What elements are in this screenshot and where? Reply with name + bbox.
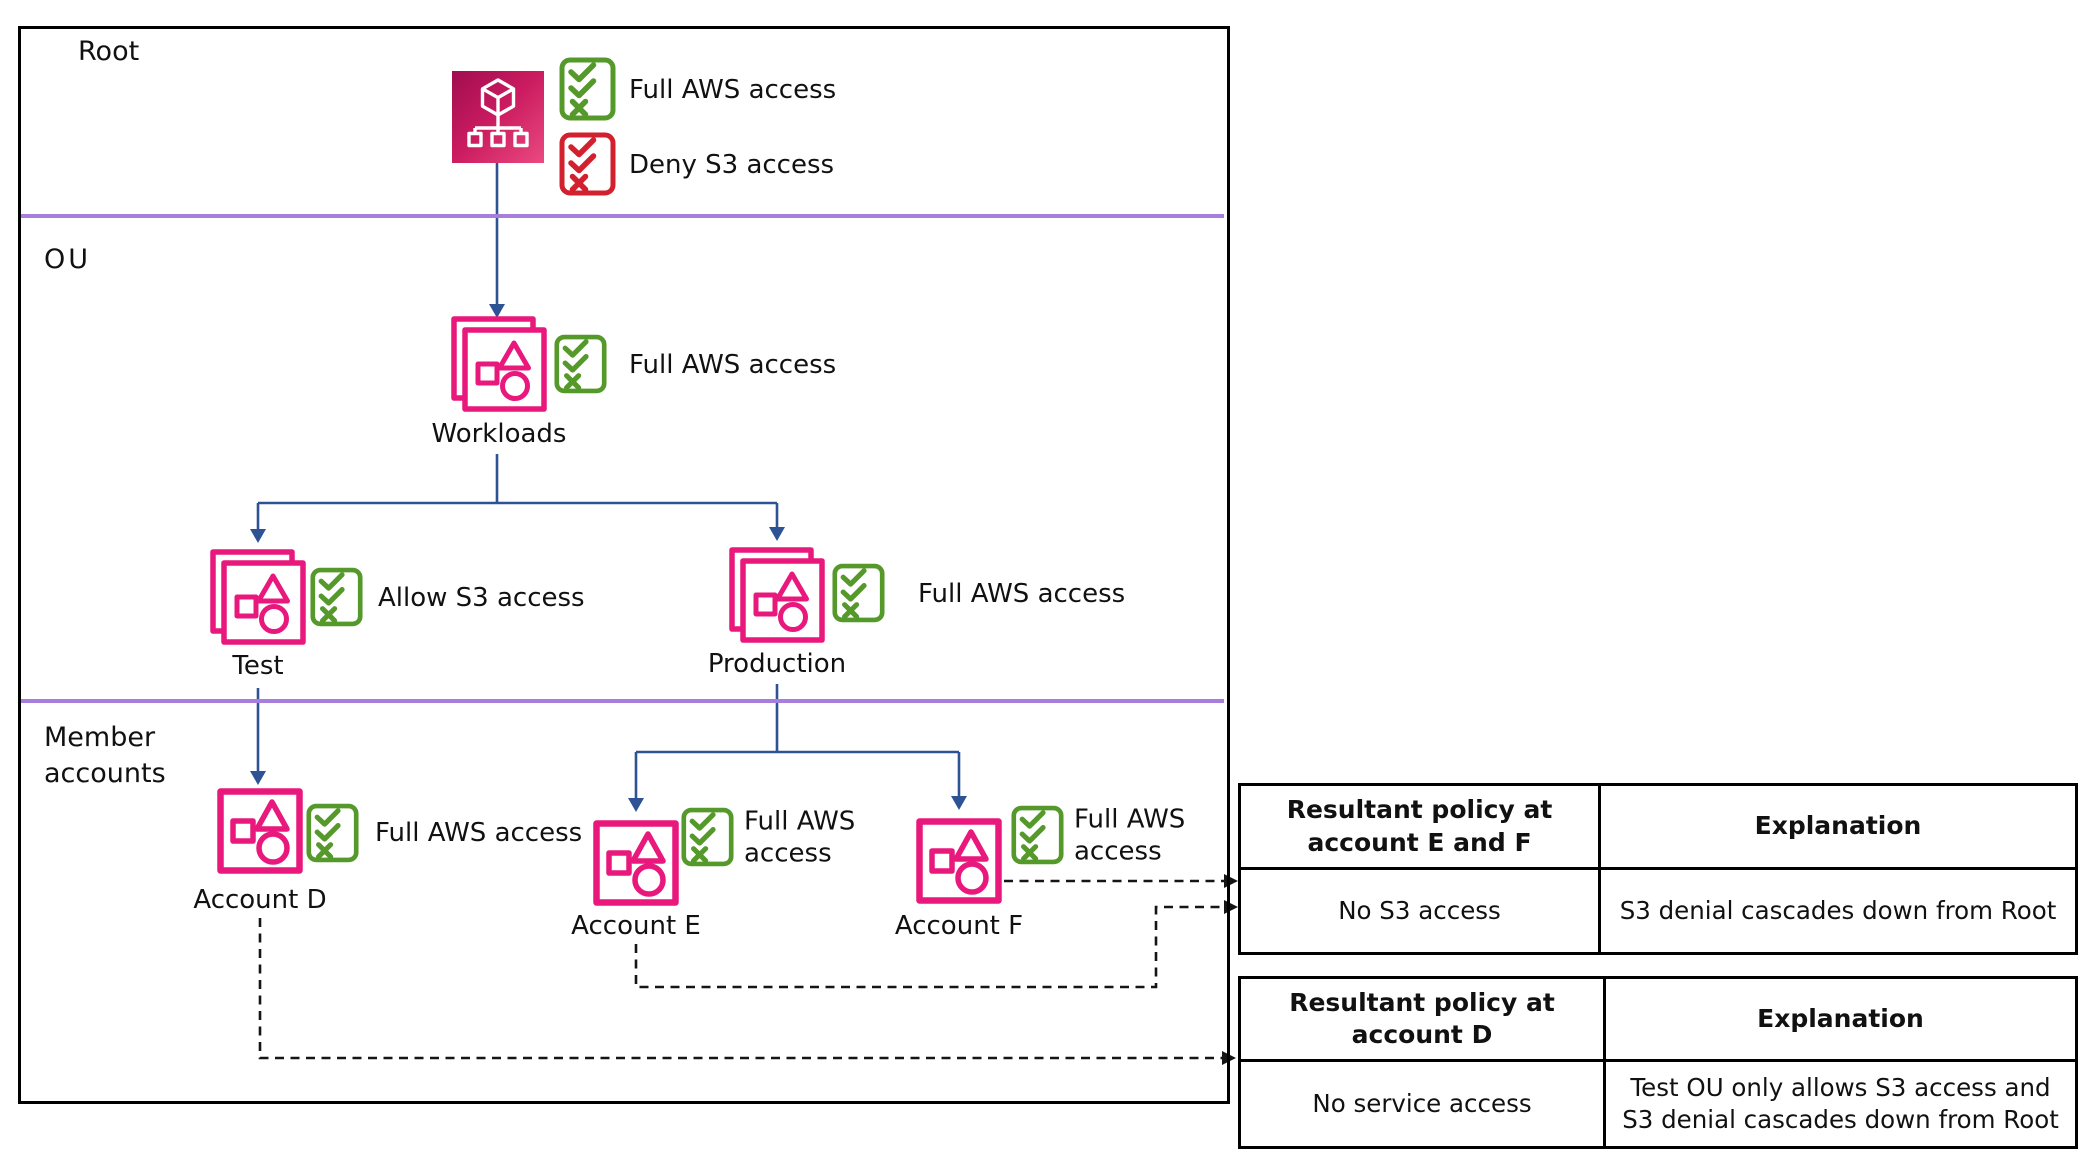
- account-f-icon: [916, 818, 1002, 904]
- section-label-root: Root: [78, 36, 140, 67]
- table-cell: No S3 access: [1241, 870, 1601, 952]
- account-f-name: Account F: [894, 911, 1024, 941]
- account-e-policy-icon: [681, 806, 734, 868]
- ou-member-divider: [21, 699, 1224, 703]
- table-cell: S3 denial cascades down from Root: [1619, 896, 2057, 926]
- production-policy-icon: [832, 562, 885, 624]
- test-ou-icon: [210, 549, 306, 645]
- resultant-policy-table-e-f: Resultant policy at account E and F Expl…: [1238, 783, 2078, 955]
- test-ou-name: Test: [232, 651, 284, 681]
- account-d-policy-icon: [306, 802, 359, 864]
- table-header-cell: Resultant policy at account E and F: [1241, 786, 1601, 870]
- account-e-icon: [593, 820, 679, 906]
- table-header-cell: Explanation: [1606, 979, 2075, 1062]
- workloads-policy-label: Full AWS access: [629, 350, 837, 381]
- account-e-name: Account E: [571, 911, 701, 941]
- root-deny-policy-label: Deny S3 access: [629, 150, 835, 181]
- section-label-ou: OU: [44, 244, 92, 275]
- test-policy-label: Allow S3 access: [378, 583, 585, 614]
- account-d-name: Account D: [193, 885, 327, 915]
- account-f-policy-icon: [1011, 804, 1064, 866]
- table-header-cell: Resultant policy at account D: [1241, 979, 1606, 1062]
- production-policy-label: Full AWS access: [918, 579, 1126, 610]
- production-ou-name: Production: [707, 649, 847, 679]
- account-f-policy-label: Full AWS access: [1074, 804, 1186, 866]
- organizations-icon: [452, 71, 544, 163]
- account-d-policy-label: Full AWS access: [375, 818, 583, 849]
- workloads-ou-icon: [451, 316, 547, 412]
- root-allow-policy-label: Full AWS access: [629, 75, 837, 106]
- resultant-policy-table-d: Resultant policy at account D Explanatio…: [1238, 976, 2078, 1149]
- table-header-cell: Explanation: [1601, 786, 2075, 870]
- account-e-policy-label: Full AWS access: [744, 806, 856, 868]
- section-label-member-accounts: Member accounts: [44, 722, 166, 789]
- deny-policy-icon: [559, 132, 616, 196]
- table-cell: No service access: [1241, 1062, 1606, 1146]
- production-ou-icon: [729, 547, 825, 643]
- table-cell: Test OU only allows S3 access and S3 den…: [1622, 1073, 2059, 1134]
- allow-policy-icon: [559, 57, 616, 121]
- workloads-policy-icon: [554, 333, 607, 395]
- root-ou-divider: [21, 214, 1224, 218]
- account-d-icon: [217, 788, 303, 874]
- test-policy-icon: [310, 566, 363, 628]
- workloads-ou-name: Workloads: [431, 419, 567, 449]
- organization-box: [18, 26, 1230, 1104]
